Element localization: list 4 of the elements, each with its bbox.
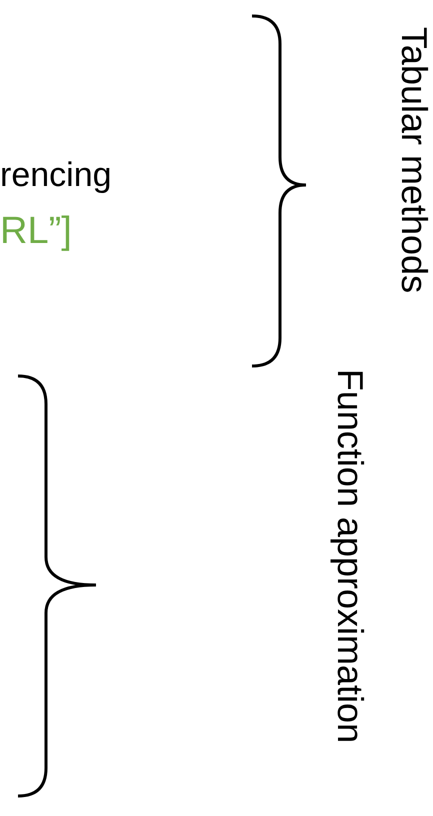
- section-label: Function approximation: [332, 368, 368, 744]
- text-fragment: rencing: [0, 158, 112, 192]
- section-label: Tabular methods: [396, 26, 432, 294]
- text-fragment: RL”]: [0, 212, 72, 250]
